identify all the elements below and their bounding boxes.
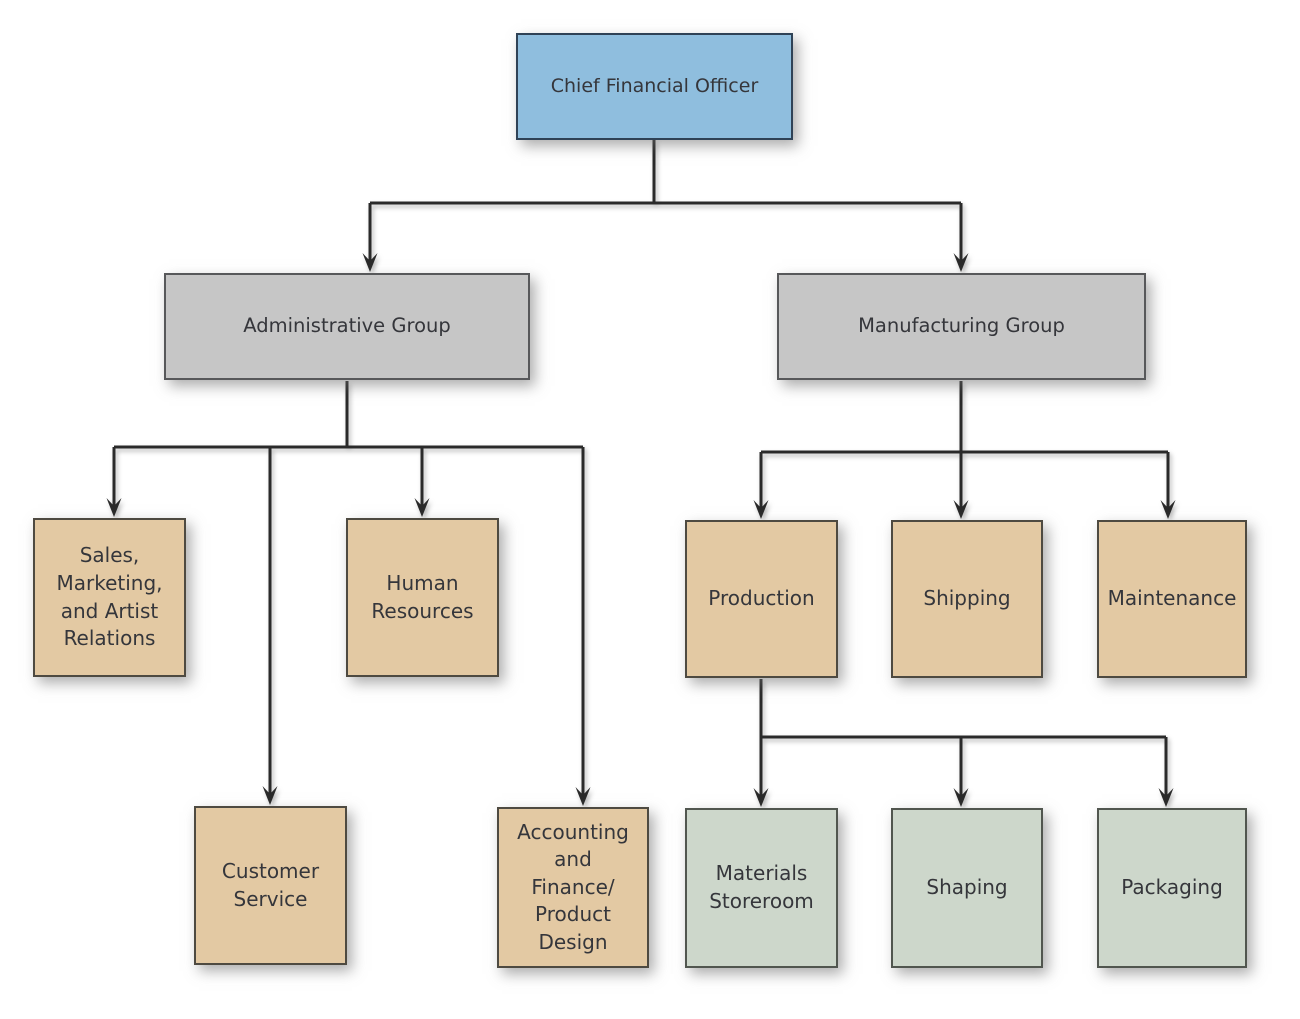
arrowhead-to-production bbox=[753, 500, 769, 519]
node-maintenance: Maintenance bbox=[1097, 520, 1247, 678]
node-packaging: Packaging bbox=[1097, 808, 1247, 968]
connector-manufacturing-branch bbox=[759, 381, 1170, 515]
connector-production-branch bbox=[759, 679, 1168, 803]
arrowhead-to-customer-service bbox=[262, 786, 278, 805]
arrowhead-to-materials-storeroom bbox=[753, 788, 769, 807]
arrowhead-to-human-resources bbox=[414, 498, 430, 517]
node-accounting-finance-product-design: Accounting and Finance/ Product Design bbox=[497, 807, 649, 968]
arrowhead-to-shaping bbox=[953, 788, 969, 807]
node-sales-marketing-artist-relations: Sales, Marketing, and Artist Relations bbox=[33, 518, 186, 677]
arrowhead-to-sales bbox=[106, 498, 122, 517]
node-chief-financial-officer: Chief Financial Officer bbox=[516, 33, 793, 140]
arrowhead-to-manufacturing-group bbox=[953, 253, 969, 272]
node-administrative-group: Administrative Group bbox=[164, 273, 530, 380]
node-production: Production bbox=[685, 520, 838, 678]
arrowhead-to-shipping bbox=[953, 500, 969, 519]
arrowhead-to-maintenance bbox=[1160, 500, 1176, 519]
node-materials-storeroom: Materials Storeroom bbox=[685, 808, 838, 968]
node-human-resources: Human Resources bbox=[346, 518, 499, 677]
arrowhead-to-administrative-group bbox=[362, 253, 378, 272]
node-customer-service: Customer Service bbox=[194, 806, 347, 965]
node-shipping: Shipping bbox=[891, 520, 1043, 678]
arrowhead-to-accounting bbox=[575, 787, 591, 806]
node-shaping: Shaping bbox=[891, 808, 1043, 968]
connector-administrative-branch bbox=[112, 381, 585, 802]
connector-cfo-to-groups bbox=[368, 140, 963, 268]
node-manufacturing-group: Manufacturing Group bbox=[777, 273, 1146, 380]
arrowhead-to-packaging bbox=[1158, 788, 1174, 807]
